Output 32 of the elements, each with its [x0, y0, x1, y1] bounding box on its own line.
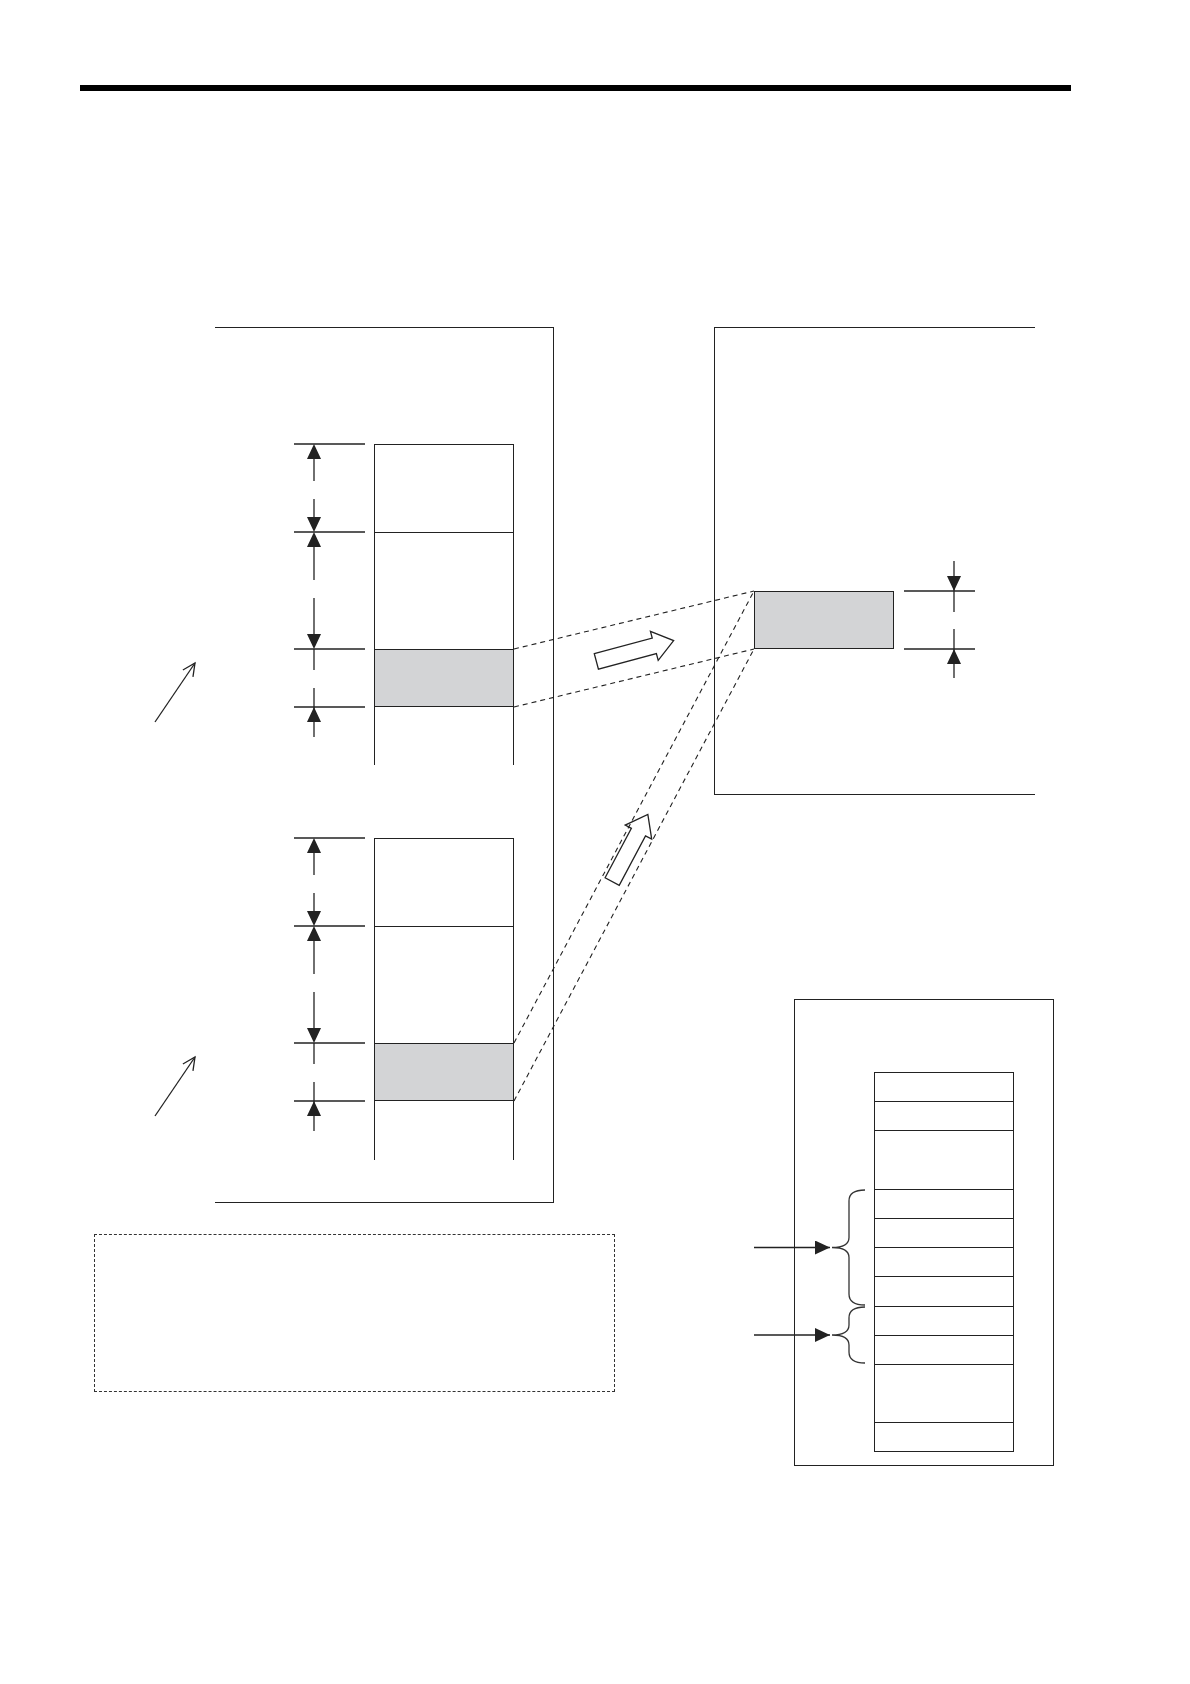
- memory-cell: [873, 1071, 1014, 1101]
- memory-cell: [374, 531, 514, 649]
- open-column-segment: [374, 1100, 514, 1160]
- memory-cell: [873, 1217, 1014, 1247]
- panel-outline: [215, 327, 554, 1203]
- open-column-segment: [374, 706, 514, 765]
- memory-cell: [374, 837, 514, 926]
- shaded-block: [374, 1042, 514, 1101]
- memory-cell: [873, 1275, 1014, 1306]
- memory-cell: [873, 1305, 1014, 1335]
- panel-outline: [714, 327, 1035, 795]
- memory-cell: [873, 1129, 1014, 1189]
- projection-line: [513, 648, 755, 1102]
- arrow: [753, 1328, 831, 1342]
- curly-brace: [829, 1188, 866, 1306]
- memory-cell: [873, 1100, 1014, 1130]
- memory-cell: [873, 1363, 1014, 1422]
- dashed-note-box: [94, 1234, 615, 1392]
- shaded-block: [374, 648, 514, 707]
- projection-line: [513, 590, 755, 650]
- panel-box: [794, 999, 1054, 1466]
- projection-line: [513, 648, 755, 708]
- shaded-block: [753, 590, 894, 649]
- memory-cell: [374, 443, 514, 532]
- memory-cell: [873, 1334, 1014, 1364]
- memory-cell: [873, 1246, 1014, 1276]
- memory-cell: [873, 1188, 1014, 1218]
- projection-line: [513, 590, 755, 1044]
- memory-cell: [873, 1421, 1014, 1452]
- memory-cell: [374, 925, 514, 1043]
- arrow: [753, 1240, 831, 1255]
- curly-brace: [829, 1305, 866, 1364]
